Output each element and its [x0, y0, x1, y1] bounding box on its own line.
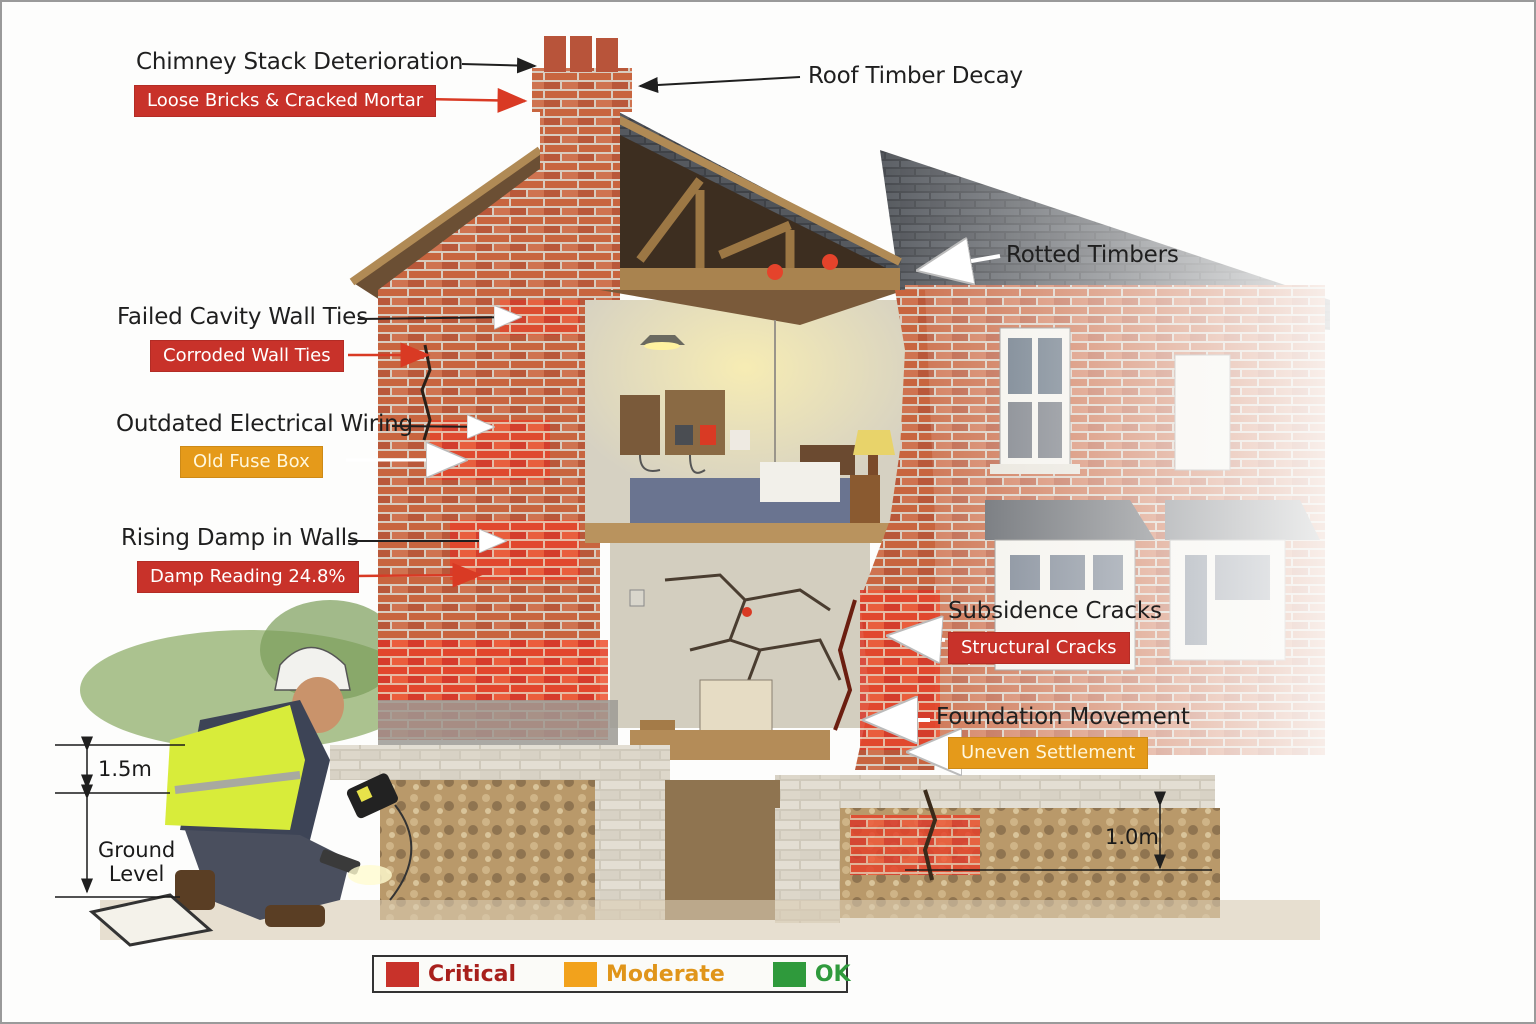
measure-ground-line2: Level — [108, 862, 165, 886]
main-house — [349, 36, 940, 770]
callout-badge-subsidence: Structural Cracks — [948, 632, 1130, 664]
legend-swatch-critical — [386, 961, 419, 987]
clipboard-icon — [88, 893, 214, 947]
callout-badge-foundation: Uneven Settlement — [948, 737, 1149, 769]
legend-item-critical: Critical — [386, 961, 517, 987]
measure-ground-level: Ground Level — [98, 838, 175, 886]
callout-title-rotted-timbers: Rotted Timbers — [1006, 242, 1179, 268]
legend-item-moderate: Moderate — [564, 961, 725, 987]
callout-title-foundation: Foundation Movement — [936, 704, 1190, 730]
callout-title-chimney: Chimney Stack Deterioration — [136, 49, 464, 75]
severity-legend: Critical Moderate OK — [372, 955, 851, 993]
measure-ground-line1: Ground — [98, 838, 176, 862]
legend-label-critical: Critical — [428, 961, 517, 987]
callout-badge-damp: Damp Reading 24.8% — [137, 561, 359, 593]
legend-label-moderate: Moderate — [606, 961, 725, 987]
legend-swatch-ok — [772, 961, 806, 987]
callout-badge-electrical: Old Fuse Box — [180, 446, 323, 478]
callout-title-damp: Rising Damp in Walls — [121, 525, 359, 551]
callout-title-subsidence: Subsidence Cracks — [948, 598, 1162, 624]
callout-badge-chimney: Loose Bricks & Cracked Mortar — [134, 85, 437, 117]
callout-badge-wall-ties: Corroded Wall Ties — [150, 340, 344, 372]
legend-item-ok: OK — [772, 961, 851, 987]
legend-label-ok: OK — [814, 961, 851, 987]
callout-title-electrical: Outdated Electrical Wiring — [116, 411, 413, 437]
callout-title-roof-timber: Roof Timber Decay — [808, 63, 1023, 89]
measure-upper-left: 1.5m — [98, 757, 152, 781]
measure-right: 1.0m — [1105, 825, 1159, 849]
measurement-lines — [55, 736, 1212, 898]
legend-swatch-moderate — [564, 961, 598, 987]
surveyor-figure — [88, 646, 413, 947]
callout-title-wall-ties: Failed Cavity Wall Ties — [117, 304, 368, 330]
